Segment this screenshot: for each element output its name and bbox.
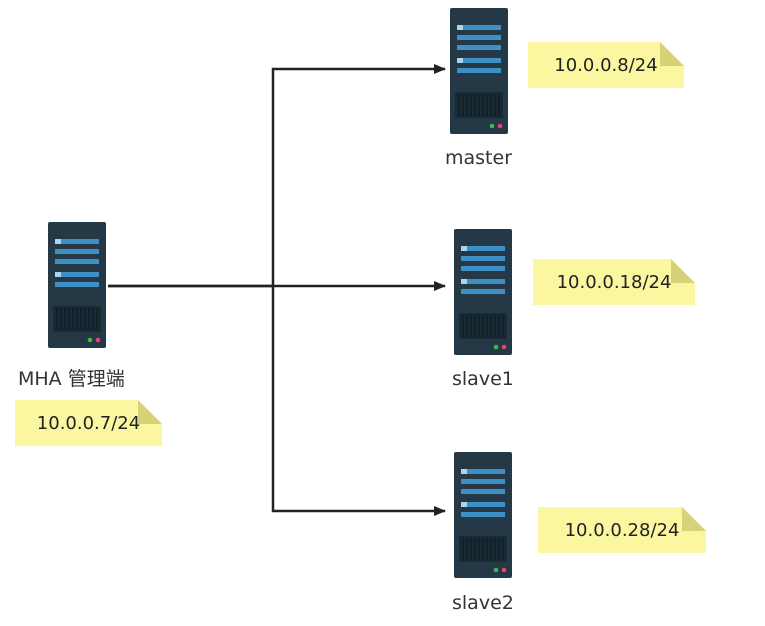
ip-note-slave2: 10.0.0.28/24 xyxy=(538,507,706,553)
edge-manager-slave2 xyxy=(271,286,446,516)
ip-note-master: 10.0.0.8/24 xyxy=(528,42,684,88)
ip-address-manager: 10.0.0.7/24 xyxy=(36,412,141,434)
server-icon xyxy=(48,222,106,348)
edge-manager-master xyxy=(108,64,446,288)
ip-note-manager: 10.0.0.7/24 xyxy=(15,400,162,446)
ip-address-slave1: 10.0.0.18/24 xyxy=(556,271,672,293)
ip-address-master: 10.0.0.8/24 xyxy=(554,54,658,76)
manager-label: MHA 管理端 xyxy=(18,368,125,390)
server-icon xyxy=(450,8,508,134)
slave2-label: slave2 xyxy=(452,592,514,614)
server-icon xyxy=(454,229,512,355)
server-icon xyxy=(454,452,512,578)
slave1-label: slave1 xyxy=(452,368,514,390)
ip-note-slave1: 10.0.0.18/24 xyxy=(533,259,695,305)
ip-address-slave2: 10.0.0.28/24 xyxy=(564,519,680,541)
master-label: master xyxy=(445,147,513,169)
